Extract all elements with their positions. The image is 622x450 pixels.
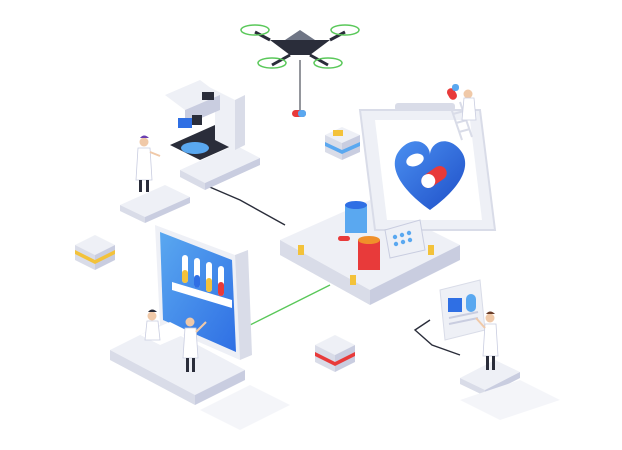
microscope-icon bbox=[165, 80, 260, 190]
data-stack-icon bbox=[75, 235, 115, 270]
data-stack-icon bbox=[315, 335, 355, 372]
scientist-icon bbox=[110, 309, 245, 405]
test-tube-rack-icon bbox=[155, 225, 252, 360]
floor-shadow bbox=[200, 380, 560, 430]
scientist-icon bbox=[120, 135, 190, 223]
data-stack-icon bbox=[325, 127, 360, 160]
scientist-icon bbox=[447, 84, 477, 121]
heart-pill-icon bbox=[394, 141, 466, 210]
medical-kit-icon bbox=[280, 103, 497, 305]
scientist-icon bbox=[439, 279, 520, 396]
pill-blister-icon bbox=[384, 219, 426, 259]
drone-icon bbox=[240, 24, 360, 117]
medicine-jar-icon bbox=[345, 201, 380, 270]
connector-lines bbox=[204, 184, 461, 356]
capsule-icon bbox=[338, 236, 350, 241]
